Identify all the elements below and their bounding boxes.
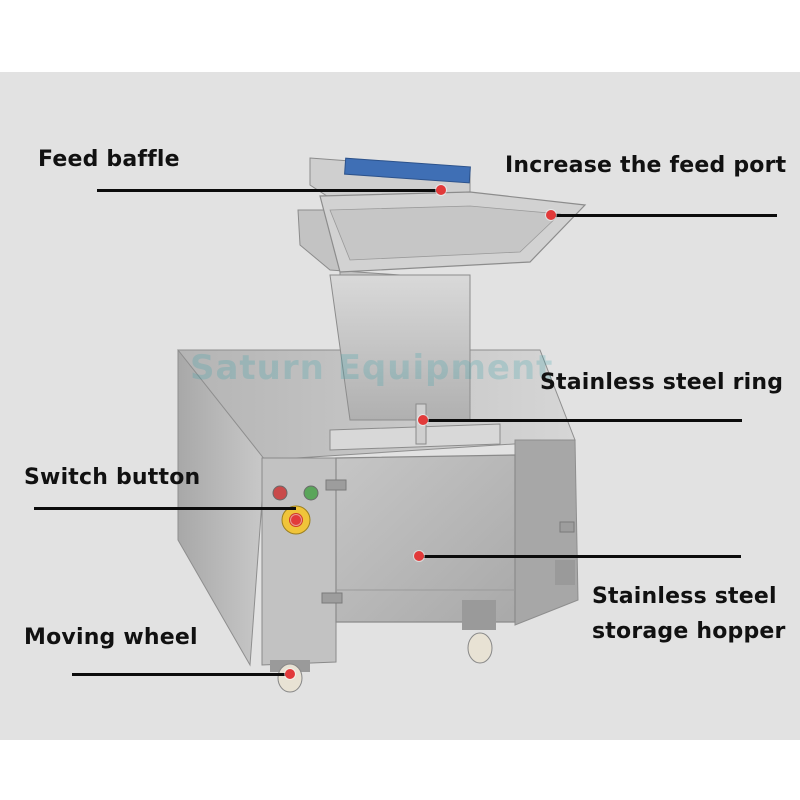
marker-feed-baffle [436, 185, 446, 195]
label-storage-hopper-line1: Stainless steel [592, 584, 777, 609]
leader-stainless-steel-ring [424, 419, 742, 422]
rear-wheel [467, 632, 493, 664]
label-increase-feed-port: Increase the feed port [505, 153, 787, 178]
leader-moving-wheel [72, 673, 290, 676]
leader-switch-button [34, 507, 296, 510]
label-feed-baffle: Feed baffle [38, 147, 180, 172]
watermark: Saturn Equipment [190, 348, 554, 388]
red-indicator-button [272, 485, 288, 501]
marker-switch-button [291, 515, 301, 525]
leader-storage-hopper [419, 555, 741, 558]
marker-storage-hopper [414, 551, 424, 561]
leader-increase-feed-port [552, 214, 777, 217]
green-indicator-button [303, 485, 319, 501]
ring-clamp-bar [329, 423, 501, 451]
marker-moving-wheel [285, 669, 295, 679]
label-moving-wheel: Moving wheel [24, 625, 198, 650]
label-stainless-steel-ring: Stainless steel ring [540, 370, 784, 395]
marker-stainless-steel-ring [418, 415, 428, 425]
leader-feed-baffle [97, 189, 442, 192]
control-panel-face [261, 457, 337, 666]
label-storage-hopper-line2: storage hopper [592, 619, 786, 644]
feed-baffle-blue-strip [344, 157, 471, 184]
storage-hopper-door [335, 454, 516, 623]
label-switch-button: Switch button [24, 465, 201, 490]
marker-increase-feed-port [546, 210, 556, 220]
